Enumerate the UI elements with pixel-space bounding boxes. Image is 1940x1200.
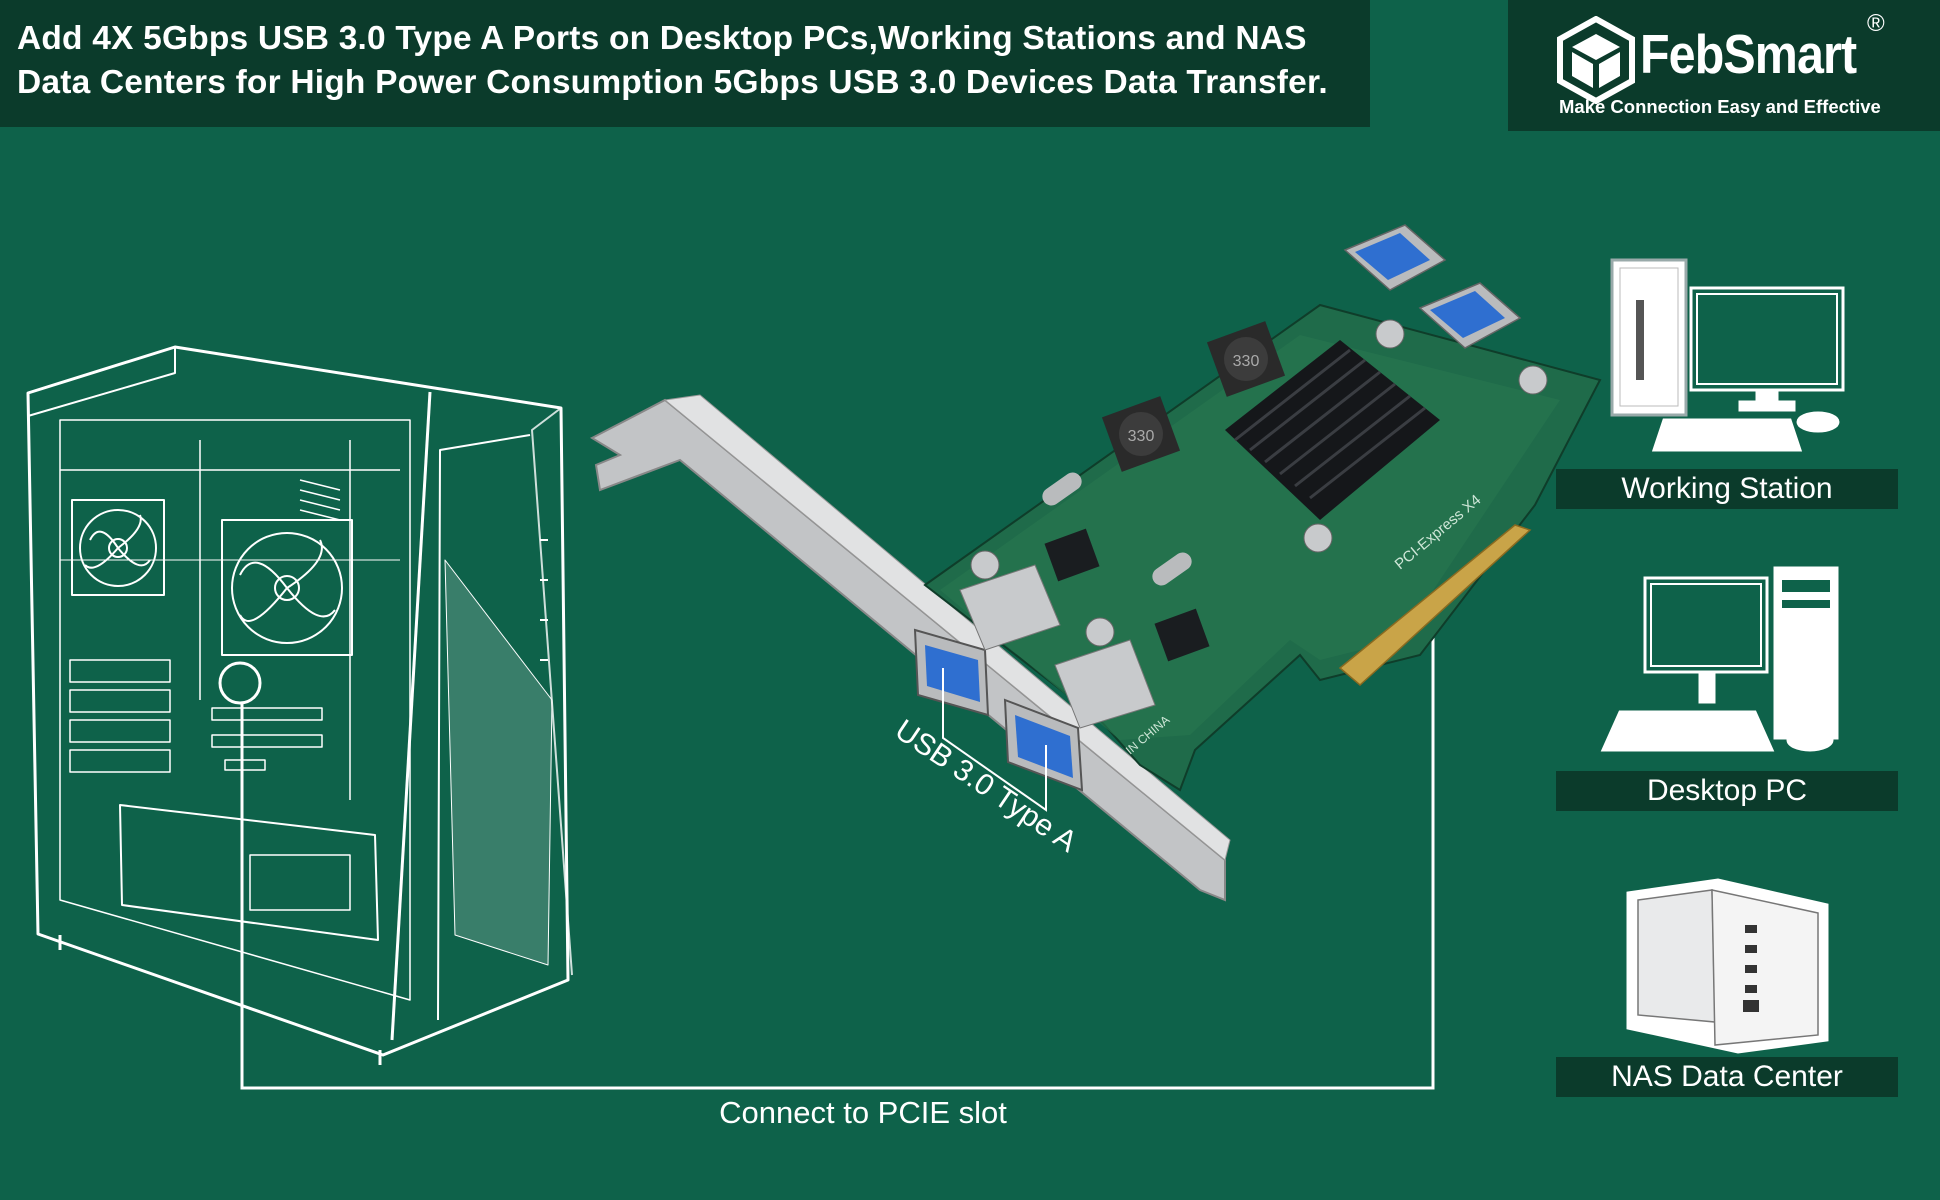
- registered-mark: ®: [1867, 10, 1885, 37]
- workstation-icon: [1610, 258, 1845, 452]
- desktop-pc-label: Desktop PC: [1556, 771, 1898, 811]
- inductor-marking: 330: [1233, 353, 1260, 370]
- port-callout: [942, 668, 1047, 812]
- workstation-label: Working Station: [1556, 469, 1898, 509]
- headline-line-2: Data Centers for High Power Consumption …: [17, 64, 1328, 101]
- desktop-pc-icon: [1600, 566, 1839, 752]
- nas-icon: [1626, 878, 1829, 1054]
- external-usb-ports: [913, 564, 1156, 792]
- internal-usb-ports: [1343, 224, 1522, 349]
- brand-name: FebSmart: [1640, 23, 1857, 85]
- usb-expansion-card: 330 330 PCI-Express X4 IN CHINA: [589, 224, 1602, 902]
- pc-tower-sketch: [26, 345, 573, 1065]
- connect-caption: Connect to PCIE slot: [719, 1095, 1007, 1130]
- cube-logo-icon: [1557, 16, 1635, 104]
- heatsink: [1225, 340, 1440, 520]
- pcie-gold-fingers: [1338, 524, 1532, 686]
- inductor-marking-2: 330: [1128, 428, 1155, 445]
- nas-label: NAS Data Center: [1556, 1057, 1898, 1097]
- brand-logo-block: FebSmart ® Make Connection Easy and Effe…: [1508, 0, 1940, 131]
- headline-banner: Add 4X 5Gbps USB 3.0 Type A Ports on Des…: [0, 0, 1370, 127]
- connection-line: [240, 613, 1435, 1090]
- brand-tagline: Make Connection Easy and Effective: [1559, 96, 1881, 117]
- headline-line-1: Add 4X 5Gbps USB 3.0 Type A Ports on Des…: [17, 20, 1307, 57]
